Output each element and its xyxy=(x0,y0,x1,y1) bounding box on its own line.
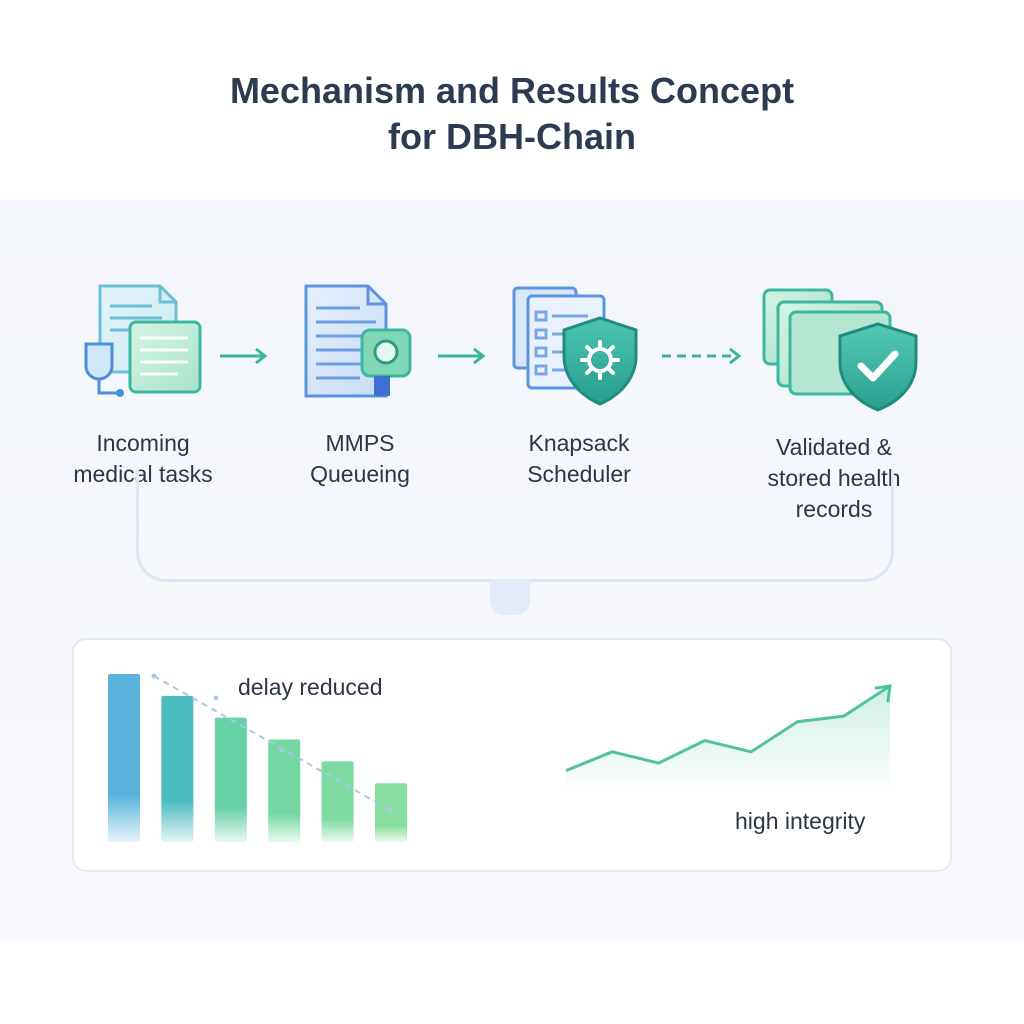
medical-documents-icon xyxy=(84,284,202,397)
shield-check-icon xyxy=(762,288,918,412)
delay-bar xyxy=(214,717,247,842)
delay-trend-line xyxy=(153,675,391,811)
delay-bar xyxy=(321,761,354,842)
integrity-line-chart xyxy=(565,684,892,794)
arrow-right-icon xyxy=(438,347,486,365)
trend-point xyxy=(279,747,285,753)
trend-point xyxy=(387,807,393,813)
flow-bracket xyxy=(136,470,894,582)
arrow-right-icon xyxy=(662,347,742,365)
delay-bar xyxy=(375,783,407,842)
queue-document-icon xyxy=(304,284,412,398)
step-label-mmps: MMPS Queueing xyxy=(310,430,410,487)
delay-bar xyxy=(268,739,301,842)
high-integrity-label: high integrity xyxy=(735,808,866,834)
trend-point xyxy=(213,695,219,701)
title-line-1: Mechanism and Results Concept xyxy=(229,70,795,111)
delay-bar xyxy=(161,695,194,842)
delay-bar-chart xyxy=(108,673,407,842)
arrow-right-icon xyxy=(220,347,268,365)
step-label-incoming: Incoming medical tasks xyxy=(73,430,213,487)
integrity-arrowhead xyxy=(874,684,892,703)
integrity-area xyxy=(566,686,890,794)
bracket-connector xyxy=(490,579,530,615)
title-line-2: for DBH-Chain xyxy=(388,116,636,157)
step-label-knapsack: Knapsack Scheduler xyxy=(527,430,631,487)
trend-point xyxy=(151,673,157,679)
scheduler-shield-gear-icon xyxy=(512,286,638,406)
delay-reduced-label: delay reduced xyxy=(238,674,383,700)
integrity-line xyxy=(565,684,891,772)
page-title: Mechanism and Results Concept for DBH-Ch… xyxy=(0,68,1024,160)
delay-bar xyxy=(108,674,140,842)
